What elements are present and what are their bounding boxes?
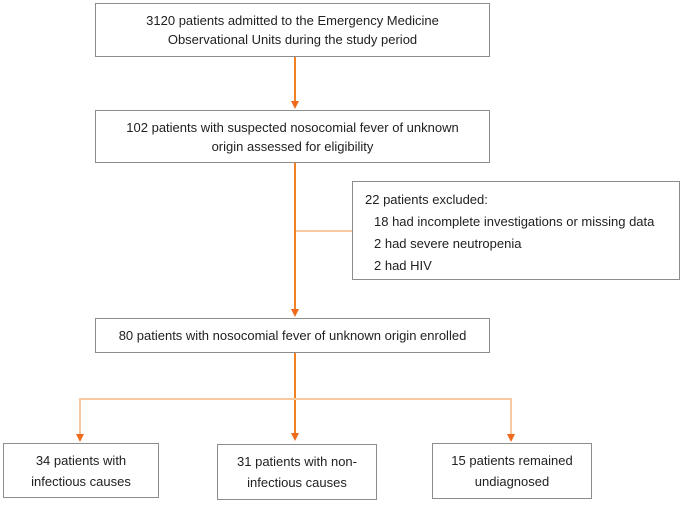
box-infectious-line2: infectious causes bbox=[31, 473, 131, 489]
box-enrolled-text: 80 patients with nosocomial fever of unk… bbox=[118, 328, 467, 343]
box-admitted-line2: Observational Units during the study per… bbox=[167, 32, 418, 47]
connector-split-horizontal bbox=[79, 398, 512, 400]
connector-eligibility-to-enrolled bbox=[294, 163, 296, 309]
box-noninfectious-line2: infectious causes bbox=[247, 475, 347, 490]
box-excluded-title: 22 patients excluded: bbox=[365, 192, 488, 207]
connector-enrolled-to-noninfectious bbox=[294, 353, 296, 433]
box-eligibility-line1: 102 patients with suspected nosocomial f… bbox=[126, 119, 459, 135]
box-noninfectious-causes: 31 patients with non- infectious causes bbox=[217, 444, 377, 500]
box-undiagnosed: 15 patients remained undiagnosed bbox=[432, 443, 592, 499]
box-admitted-line1: 3120 patients admitted to the Emergency … bbox=[146, 13, 439, 28]
box-undiagnosed-line2: undiagnosed bbox=[474, 474, 550, 489]
box-admitted: 3120 patients admitted to the Emergency … bbox=[95, 3, 490, 57]
connector-branch-excluded bbox=[296, 230, 352, 232]
arrowhead-enrolled bbox=[291, 309, 299, 317]
box-enrolled: 80 patients with nosocomial fever of unk… bbox=[95, 318, 490, 353]
arrowhead-eligibility bbox=[291, 101, 299, 109]
box-noninfectious-line1: 31 patients with non- bbox=[237, 454, 357, 469]
arrowhead-noninfectious bbox=[291, 433, 299, 441]
box-excluded-item-2: 2 had severe neutropenia bbox=[374, 236, 522, 251]
box-excluded-item-3: 2 had HIV bbox=[374, 258, 432, 273]
box-infectious-line1: 34 patients with bbox=[35, 452, 127, 468]
box-eligibility-line2: origin assessed for eligibility bbox=[211, 138, 374, 154]
arrowhead-infectious bbox=[76, 434, 84, 442]
connector-admitted-to-eligibility bbox=[294, 57, 296, 101]
box-excluded: 22 patients excluded: 18 had incomplete … bbox=[352, 181, 680, 280]
box-eligibility: 102 patients with suspected nosocomial f… bbox=[95, 110, 490, 163]
box-undiagnosed-line1: 15 patients remained bbox=[451, 453, 573, 468]
arrowhead-undiagnosed bbox=[507, 434, 515, 442]
box-excluded-item-1: 18 had incomplete investigations or miss… bbox=[374, 214, 655, 229]
connector-drop-infectious bbox=[79, 398, 81, 434]
box-infectious-causes: 34 patients with infectious causes bbox=[3, 443, 159, 498]
connector-drop-undiagnosed bbox=[510, 398, 512, 434]
